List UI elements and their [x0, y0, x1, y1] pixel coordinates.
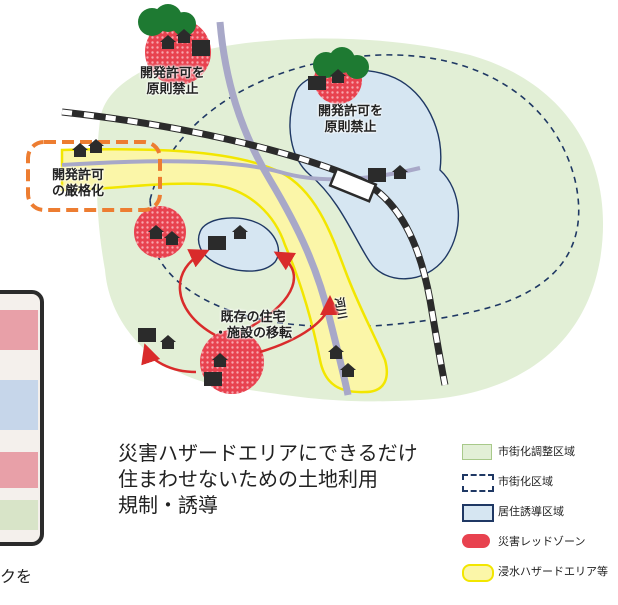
tree-icon: [313, 47, 369, 79]
house-icon: [88, 139, 104, 153]
caption-line: 規制・誘導: [118, 493, 218, 517]
relocation-arrow: [244, 251, 297, 332]
legend-label: 市街化区域: [498, 475, 553, 488]
house-icon: [164, 231, 180, 245]
legend-swatch: [462, 444, 492, 460]
station: [328, 167, 378, 203]
building-icon: [368, 168, 386, 182]
house-icon: [212, 353, 228, 367]
red-zone-top: [145, 19, 211, 85]
label-text: 開発許可を 原則禁止: [318, 104, 384, 135]
house-icon: [232, 225, 248, 239]
caption-line: 災害ハザードエリアにできるだけ: [118, 441, 418, 465]
house-icon: [148, 225, 164, 239]
strict-permission-box: [26, 140, 162, 212]
legend-swatch: [462, 504, 494, 522]
legend-label: 浸水ハザードエリア等: [498, 565, 608, 578]
tree-icon: [138, 4, 196, 36]
caption: 災害ハザードエリアにできるだけ 住まわせないための土地利用 規制・誘導: [118, 440, 418, 518]
relocation-arrow: [178, 249, 216, 337]
legend-swatch: [462, 564, 494, 582]
building-icon: [204, 372, 222, 386]
legend-label: 災害レッドゾーン: [498, 535, 586, 548]
label-strict-permission: 開発許可 の厳格化: [52, 168, 104, 200]
building-icon: [208, 236, 226, 250]
building-icon: [308, 76, 326, 90]
legend-swatch: [462, 534, 490, 548]
legend-label: 市街化調整区域: [498, 445, 575, 458]
label-text: 開発許可 の厳格化: [52, 168, 105, 199]
caption-line: 住まわせないための土地利用: [118, 467, 378, 491]
house-icon: [328, 345, 344, 359]
legend-item: 浸水ハザードエリア等: [458, 560, 618, 590]
house-icon: [72, 143, 88, 157]
legend-item: 市街化区域: [458, 470, 618, 500]
relocation-arrow: [259, 295, 340, 354]
legend-item: 市街化調整区域: [458, 440, 618, 470]
house-icon: [176, 29, 192, 43]
legend-item: 災害レッドゾーン: [458, 530, 618, 560]
label-relocation: 既存の住宅 ・施設の移転: [214, 310, 292, 342]
label-text: 開発許可を 原則禁止: [140, 66, 206, 97]
legend-label: 居住誘導区域: [498, 505, 564, 518]
relocation-arrow: [141, 343, 197, 374]
legend-item: 居住誘導区域: [458, 500, 618, 530]
legend: 市街化調整区域 市街化区域 居住誘導区域 災害レッドゾーン 浸水ハザードエリア等: [458, 440, 618, 590]
house-icon: [160, 35, 176, 49]
house-icon: [392, 165, 408, 179]
label-forbid-top: 開発許可を 原則禁止: [140, 66, 205, 98]
label-text: 河川: [332, 296, 349, 321]
house-icon: [330, 69, 346, 83]
left-fragment-text: クを: [0, 567, 33, 586]
legend-swatch: [462, 474, 494, 492]
label-text: 既存の住宅 ・施設の移転: [214, 310, 293, 341]
house-icon: [160, 335, 176, 349]
building-icon: [138, 328, 156, 342]
urbanization-area-boundary: [149, 54, 580, 328]
building-icon: [192, 40, 210, 56]
house-icon: [340, 363, 356, 377]
label-forbid-right: 開発許可を 原則禁止: [318, 104, 383, 136]
